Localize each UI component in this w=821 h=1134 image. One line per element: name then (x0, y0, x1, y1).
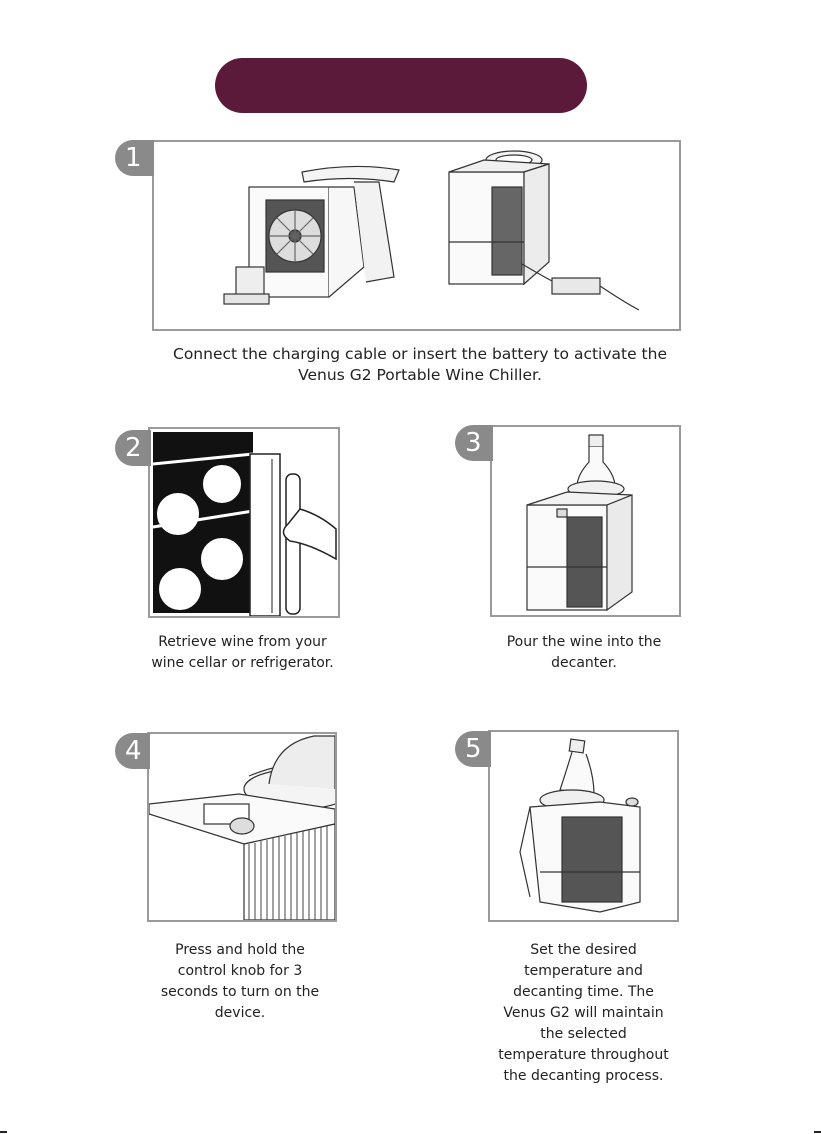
wine-cellar-illustration (152, 432, 337, 616)
step-5-number: 5 (465, 734, 482, 764)
step-2-panel (148, 427, 340, 618)
step-5-badge: 5 (455, 731, 491, 767)
step-4-panel (147, 732, 337, 922)
step-1-number: 1 (125, 143, 142, 173)
step-1-badge: 1 (115, 140, 154, 176)
step-5-caption: Set the desired temperature and decantin… (498, 942, 669, 1084)
step-5-panel (488, 730, 679, 922)
step-2-badge: 2 (115, 430, 151, 466)
step-3-caption: Pour the wine into the decanter. (506, 634, 662, 671)
step-4-number: 4 (125, 736, 142, 766)
wine-chiller-fan-illustration (223, 165, 400, 305)
step-3-badge: 3 (455, 425, 493, 461)
control-knob-illustration (149, 735, 335, 920)
chiller-with-bottle-illustration (526, 434, 633, 612)
wine-chiller-charger-illustration (448, 150, 640, 311)
step-4-badge: 4 (115, 733, 150, 769)
step-2-caption: Retrieve wine from your wine cellar or r… (151, 634, 334, 671)
section-title-banner (215, 58, 587, 113)
chiller-tilted-bottle-illustration (519, 738, 641, 913)
step-1-caption: Connect the charging cable or insert the… (173, 345, 667, 384)
step-2-number: 2 (125, 433, 142, 463)
step-1-panel (152, 140, 681, 331)
crop-mark-bottom-right (814, 1131, 821, 1133)
step-3-number: 3 (465, 428, 482, 458)
step-4-caption: Press and hold the control knob for 3 se… (160, 942, 320, 1021)
step-3-panel (490, 425, 681, 617)
crop-mark-bottom-left (0, 1131, 7, 1133)
